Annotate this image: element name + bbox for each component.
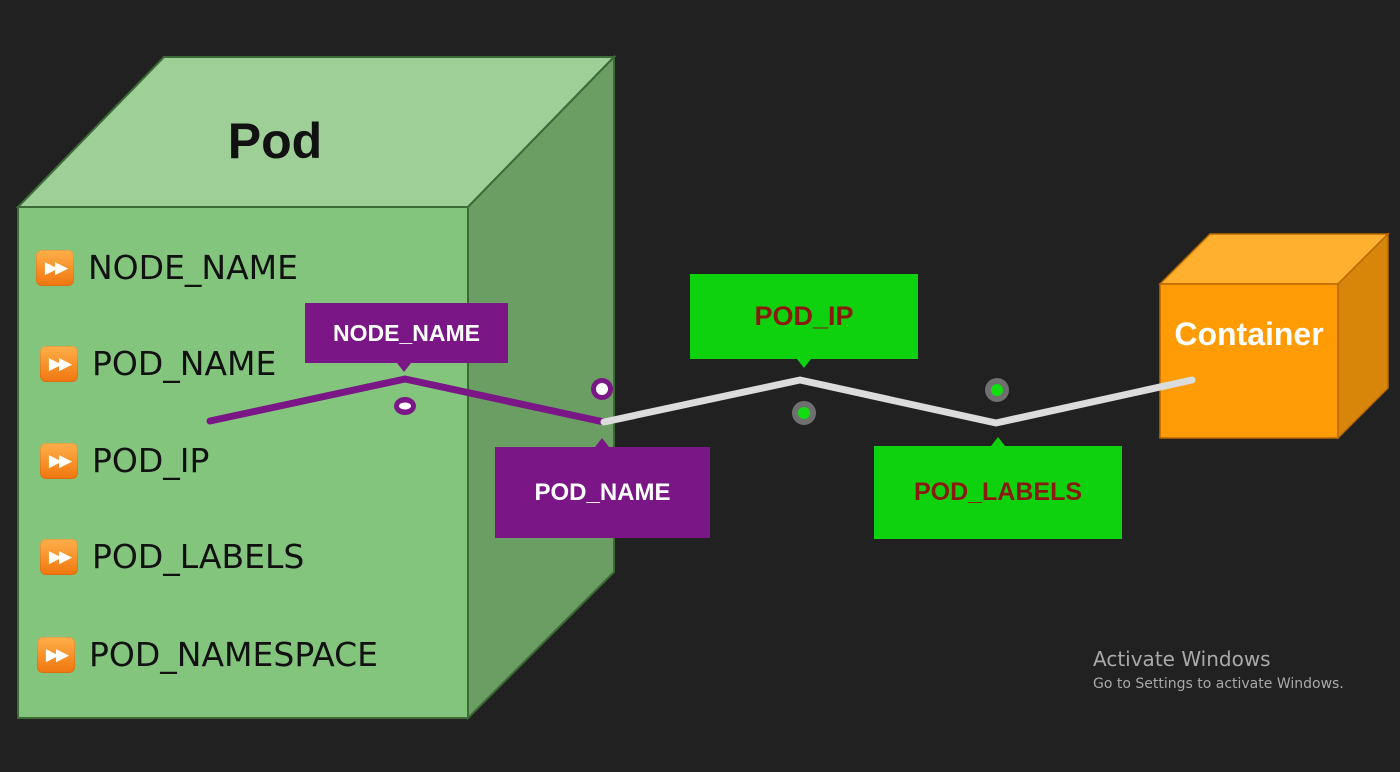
purple-wire [206,375,608,426]
env-item-label: POD_IP [92,441,210,480]
activation-watermark: Activate Windows Go to Settings to activ… [1093,647,1344,692]
env-item-label: POD_NAME [92,344,277,383]
green-node-left-inner [798,407,810,419]
env-item-pod-namespace: ▶▶ POD_NAMESPACE [37,635,378,674]
green-node-right-inner [991,384,1003,396]
env-item-label: POD_NAMESPACE [89,635,378,674]
pod-title: Pod [227,113,323,169]
pod-cube [15,54,617,721]
fast-forward-icon: ▶▶ [37,636,75,673]
gray-wire [600,376,1196,427]
env-item-label: POD_LABELS [92,537,305,576]
tag-pod-name-pointer [595,438,609,447]
watermark-title: Activate Windows [1093,647,1271,671]
tag-pod-ip: POD_IP [690,274,918,359]
fast-forward-icon: ▶▶ [36,249,74,286]
purple-node-upper-inner [596,383,608,395]
watermark-subtitle: Go to Settings to activate Windows. [1093,676,1344,692]
pod-cube-front-face [17,206,469,719]
fast-forward-icon: ▶▶ [40,442,78,479]
tag-pod-ip-pointer [797,359,811,368]
purple-node-lower-inner [399,402,411,410]
env-item-pod-ip: ▶▶ POD_IP [40,441,209,480]
container-cube [1158,232,1390,440]
container-cube-front-face [1159,283,1339,439]
tag-node-name: NODE_NAME [305,303,508,363]
tag-pod-name: POD_NAME [495,447,710,538]
env-item-node-name: ▶▶ NODE_NAME [36,248,298,287]
tag-pod-labels: POD_LABELS [874,446,1122,539]
env-item-pod-name: ▶▶ POD_NAME [40,344,276,383]
env-item-pod-labels: ▶▶ POD_LABELS [40,537,304,576]
tag-node-name-pointer [397,363,411,372]
tag-pod-labels-pointer [991,437,1005,446]
fast-forward-icon: ▶▶ [40,538,78,575]
container-label: Container [1174,316,1324,352]
fast-forward-icon: ▶▶ [40,345,78,382]
env-item-label: NODE_NAME [88,248,299,287]
